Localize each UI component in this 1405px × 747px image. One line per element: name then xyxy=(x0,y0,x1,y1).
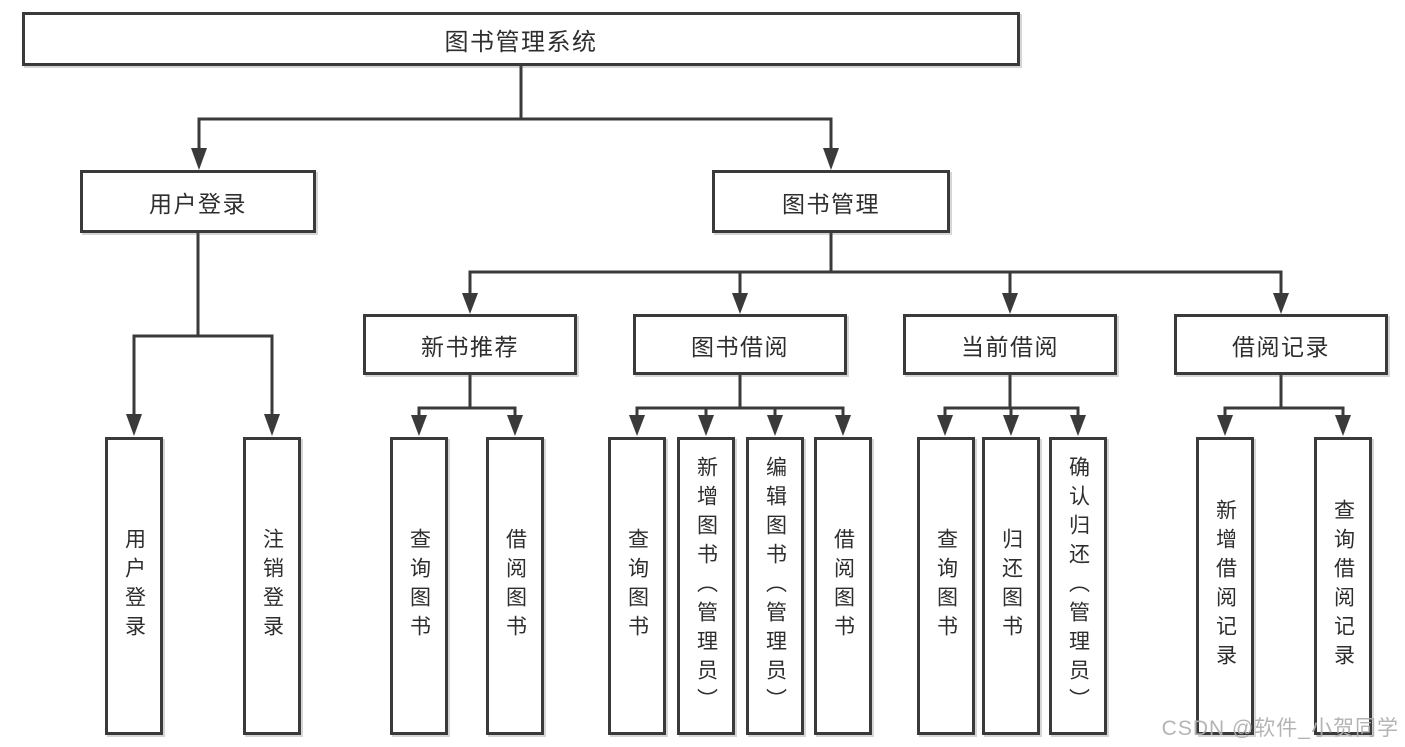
connector-book-borrow xyxy=(629,373,851,436)
connector-user-login xyxy=(126,230,280,436)
node-current-borrow-label: 当前借阅 xyxy=(961,333,1059,360)
node-leaf-cb-return-book-label: 归还图书 xyxy=(999,528,1023,644)
node-leaf-br-query-record: 查询借阅记录 xyxy=(1314,437,1372,735)
node-book-borrow-label: 图书借阅 xyxy=(691,333,789,360)
node-current-borrow: 当前借阅 xyxy=(903,314,1117,375)
node-user-login: 用户登录 xyxy=(80,170,316,233)
node-leaf-nbr-borrow-book-label: 借阅图书 xyxy=(503,528,527,644)
connector-current-borrow xyxy=(937,373,1086,436)
node-leaf-user-login-label: 用户登录 xyxy=(122,528,146,644)
node-book-borrow: 图书借阅 xyxy=(633,314,847,375)
node-leaf-br-add-record-label: 新增借阅记录 xyxy=(1213,499,1237,673)
node-leaf-bb-query-book-label: 查询图书 xyxy=(625,528,649,644)
connector-new-book-rec xyxy=(411,373,523,436)
node-leaf-nbr-query-book-label: 查询图书 xyxy=(407,528,431,644)
node-leaf-br-query-record-label: 查询借阅记录 xyxy=(1331,499,1355,673)
node-leaf-logout-label: 注销登录 xyxy=(260,528,284,644)
node-book-mgmt-label: 图书管理 xyxy=(782,190,880,217)
node-leaf-bb-borrow-book-label: 借阅图书 xyxy=(831,528,855,644)
node-leaf-bb-borrow-book: 借阅图书 xyxy=(814,437,872,735)
node-root: 图书管理系统 xyxy=(22,12,1020,66)
node-new-book-rec: 新书推荐 xyxy=(363,314,577,375)
node-borrow-records-label: 借阅记录 xyxy=(1232,333,1330,360)
node-leaf-bb-add-book-label: 新增图书（管理员） xyxy=(694,455,718,717)
connector-borrow-records xyxy=(1217,373,1351,436)
node-leaf-nbr-borrow-book: 借阅图书 xyxy=(486,437,544,735)
node-borrow-records: 借阅记录 xyxy=(1174,314,1388,375)
node-leaf-bb-query-book: 查询图书 xyxy=(608,437,666,735)
node-leaf-logout: 注销登录 xyxy=(243,437,301,735)
node-leaf-cb-query-book-label: 查询图书 xyxy=(934,528,958,644)
node-leaf-bb-edit-book-label: 编辑图书（管理员） xyxy=(763,455,787,717)
node-leaf-cb-confirm-return-label: 确认归还（管理员） xyxy=(1066,455,1090,717)
node-leaf-user-login: 用户登录 xyxy=(105,437,163,735)
node-root-label: 图书管理系统 xyxy=(444,28,598,56)
node-leaf-nbr-query-book: 查询图书 xyxy=(390,437,448,735)
node-leaf-cb-return-book: 归还图书 xyxy=(982,437,1040,735)
connector-root xyxy=(191,64,839,170)
connector-book-mgmt xyxy=(462,230,1289,314)
node-new-book-rec-label: 新书推荐 xyxy=(421,333,519,360)
node-user-login-label: 用户登录 xyxy=(149,190,247,217)
node-leaf-bb-add-book: 新增图书（管理员） xyxy=(677,437,735,735)
node-leaf-cb-query-book: 查询图书 xyxy=(917,437,975,735)
csdn-watermark: CSDN @软件_小贺同学 xyxy=(1161,717,1399,740)
node-leaf-cb-confirm-return: 确认归还（管理员） xyxy=(1049,437,1107,735)
node-leaf-bb-edit-book: 编辑图书（管理员） xyxy=(746,437,804,735)
node-book-mgmt: 图书管理 xyxy=(712,170,950,233)
node-leaf-br-add-record: 新增借阅记录 xyxy=(1196,437,1254,735)
